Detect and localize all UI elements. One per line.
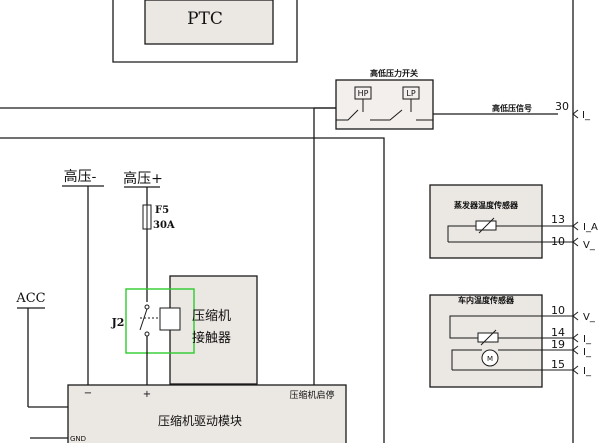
evaporator-sensor: 蒸发器温度传感器 13 I_A 10 V_ [429, 184, 598, 259]
ptc-label: PTC [187, 9, 223, 29]
evap-terminal-1: I_A [583, 222, 598, 233]
motor-icon [481, 349, 499, 367]
cabin-sensor-title: 车内温度传感器 [458, 295, 515, 305]
relay-label-2: 接触器 [192, 330, 231, 346]
signal-30-name: 高低压信号 [492, 103, 532, 113]
pressure-switch: 高低压力开关 HP LP [335, 68, 558, 130]
cabin-terminal-3: I_ [583, 347, 592, 358]
cabin-pin-1: 10 [551, 304, 565, 317]
module-enable-label: 压缩机启停 [289, 389, 334, 401]
ptc-block: PTC [112, 0, 298, 63]
relay-name: J2 [111, 316, 125, 329]
acc-label: ACC [15, 291, 45, 306]
module-gnd: GND [70, 435, 86, 443]
lp-label: LP [406, 89, 415, 98]
hv-positive-label: 高压+ [123, 170, 163, 187]
cabin-terminal-1: V_ [583, 312, 596, 323]
cabin-pin-4: 15 [551, 358, 565, 371]
evap-sensor-title: 蒸发器温度传感器 [454, 200, 519, 210]
fuse-name: F5 [155, 205, 169, 216]
evap-pin-1: 13 [551, 213, 565, 226]
evap-pin-2: 10 [551, 235, 565, 248]
hv-positive: 高压+ F5 30A [123, 170, 175, 302]
cabin-terminal-4: I_ [583, 366, 592, 377]
relay-label-1: 压缩机 [192, 308, 231, 324]
relay-contactor: J2 压缩机 接触器 [111, 275, 258, 385]
signal-30: 高低压信号 30 I_ [492, 100, 591, 121]
group-outline [0, 137, 385, 443]
hv-negative-label: 高压- [64, 168, 97, 185]
pressure-switch-title: 高低压力开关 [370, 68, 418, 78]
module-plus: + [143, 389, 151, 400]
motor-label: M [487, 355, 493, 363]
hv-negative: 高压- [62, 168, 104, 385]
signal-30-terminal: I_ [582, 110, 591, 121]
evap-terminal-2: V_ [583, 240, 596, 251]
acc-feed: ACC [15, 291, 68, 408]
cabin-pin-3: 19 [551, 338, 565, 351]
module-title: 压缩机驱动模块 [158, 413, 242, 428]
cabin-pin-2: 14 [551, 326, 565, 339]
cabin-terminal-2: I_ [583, 334, 592, 345]
signal-30-pin: 30 [555, 100, 569, 113]
fuse-rating: 30A [153, 220, 175, 231]
cabin-sensor: 车内温度传感器 M 10 V_ 14 I_ 19 I_ 15 I_ [429, 294, 596, 388]
module-minus: − [84, 388, 92, 399]
compressor-module: − + 压缩机启停 压缩机驱动模块 GND [30, 384, 347, 443]
hp-label: HP [358, 89, 369, 98]
